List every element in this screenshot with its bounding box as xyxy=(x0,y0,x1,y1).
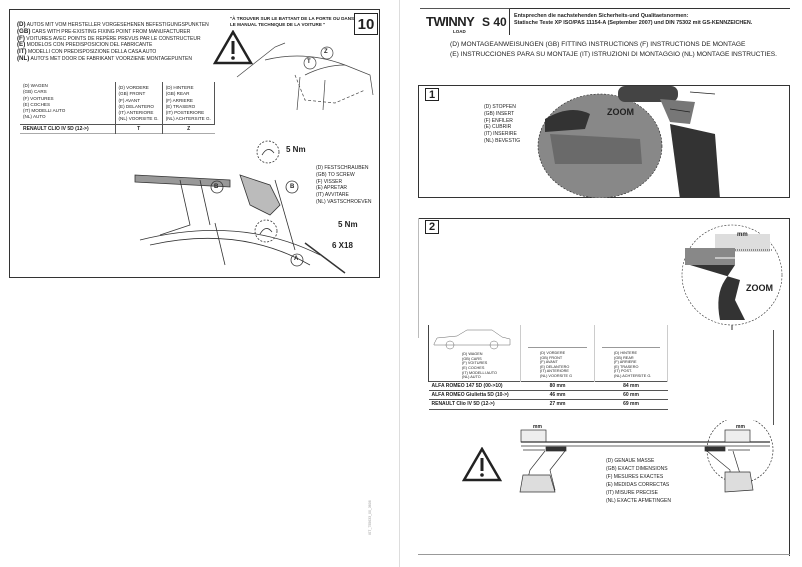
label-b: B xyxy=(214,184,219,190)
insert-plug-illustration xyxy=(537,86,720,198)
mm-label: mm xyxy=(736,424,745,430)
page-divider xyxy=(399,0,400,567)
rear-bar-icon xyxy=(602,330,660,348)
torque-value: 5 Nm xyxy=(338,220,358,229)
intro-text: (D) (D) AUTOS MIT VOM HERSTELLER VORGESE… xyxy=(17,21,209,63)
door-note: "À TROUVER SUR LE BATTANT DE LA PORTE OU… xyxy=(230,16,355,27)
intro-line: (NL) AUTO'S MET DOOR DE FABRIKANT VOORZI… xyxy=(17,54,192,62)
zoom-label: ZOOM xyxy=(607,107,634,117)
intro-line: (IT) MODELLI CON PREDISPOSIZIONE DELLA C… xyxy=(17,48,157,56)
label-a: A xyxy=(294,256,299,262)
car-roof-illustration xyxy=(236,42,374,111)
label-b: B xyxy=(290,184,295,190)
front-bar-icon xyxy=(528,330,587,348)
leader-line xyxy=(773,330,774,425)
screw-size: 6 X18 xyxy=(332,241,353,250)
zoom-label: ZOOM xyxy=(746,283,773,293)
torque-value: 5 Nm xyxy=(286,145,306,154)
top-rule xyxy=(510,8,790,9)
step-number: 1 xyxy=(425,88,439,101)
exact-dimensions-text: (D) GENAUE MASSE(GB) EXACT DIMENSIONS(F)… xyxy=(606,458,672,504)
step-number: 2 xyxy=(425,220,439,234)
label-t: T xyxy=(307,59,311,65)
step-10-panel xyxy=(9,9,380,278)
document-code: IST_755633_00_3606 xyxy=(368,500,372,535)
intro-line: (D) AUTOS MIT VOM HERSTELLER VORGESEHENE… xyxy=(17,21,209,28)
intro-line: (E) MODELOS CON PREDISPOSICION DEL FABRI… xyxy=(17,41,153,49)
intro-line: (GB) CARS WITH PRE-EXISTING FIXING POINT… xyxy=(17,27,191,35)
mm-label: mm xyxy=(533,424,542,430)
measurements-table: (D) WAGEN(GB) CARS(F) VOITURES(E) COCHES… xyxy=(428,325,668,410)
bracket-assembly-illustration xyxy=(134,140,346,274)
step-number: 10 xyxy=(354,13,378,35)
label-z: Z xyxy=(324,49,328,55)
panel-edge xyxy=(418,554,790,555)
warning-icon xyxy=(462,447,502,482)
screw-text: (D) FESTSCHRAUBEN(GB) TO SCREW(F) VISSER… xyxy=(316,165,372,205)
mm-label: mm xyxy=(737,232,748,238)
measure-zoom-illustration xyxy=(681,224,783,330)
panel-edge xyxy=(418,218,419,338)
brand-logo: TWINNY S 40 LOAD xyxy=(420,8,510,35)
fixing-points-table: (D) WAGEN(GB) CARS(F) VOITURES(E) COCHES… xyxy=(20,82,216,134)
intro-line: (F) VOITURES AVEC POINTS DE REPÈRE PREVU… xyxy=(17,34,201,42)
car-icon xyxy=(433,329,511,350)
standards-text: Entsprechen die nachstehenden Sicherheit… xyxy=(514,13,753,26)
step-2-panel xyxy=(418,218,790,556)
warning-icon xyxy=(213,30,253,65)
instructions-heading: (D) MONTAGEANWEISUNGEN (GB) FITTING INST… xyxy=(450,41,778,58)
exact-dimensions-illustration xyxy=(519,420,774,493)
step-1-text: (D) STOPFEN(GB) INSERT(F) ENFILER(E) CUB… xyxy=(484,104,521,144)
